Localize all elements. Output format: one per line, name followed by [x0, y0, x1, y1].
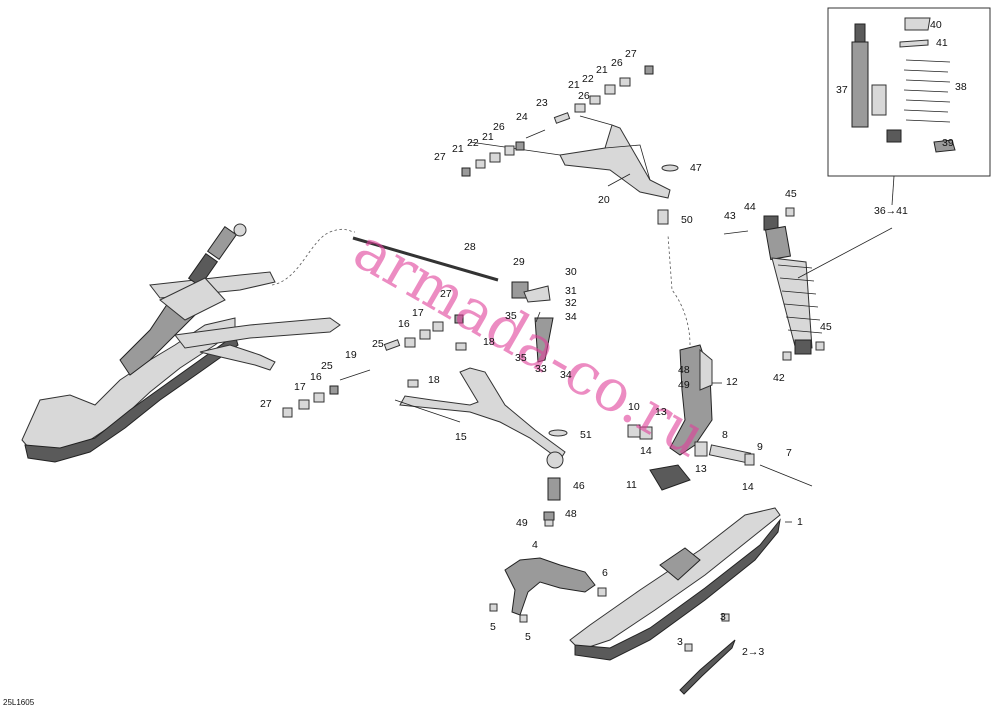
- callout-label: 3: [677, 636, 683, 648]
- callout-label: 18: [428, 374, 440, 386]
- callout-label: 45: [785, 188, 797, 200]
- callout-label: 26: [493, 121, 505, 133]
- callout-label: 19: [345, 349, 357, 361]
- callout-label: 24: [516, 111, 528, 123]
- callout-label: 35: [505, 310, 517, 322]
- callout-label: 5: [490, 621, 496, 633]
- callout-label: 32: [565, 297, 577, 309]
- callout-label: 31: [565, 285, 577, 297]
- callout-label: 48: [678, 364, 690, 376]
- callout-label: 16: [310, 371, 322, 383]
- callout-label: 45: [820, 321, 832, 333]
- callout-label: 22: [582, 73, 594, 85]
- callout-label: 46: [573, 480, 585, 492]
- callout-label: 22: [467, 137, 479, 149]
- callout-label: 6: [602, 567, 608, 579]
- callout-label: 40: [930, 19, 942, 31]
- callout-label: 21: [482, 131, 494, 143]
- callout-label: 20: [598, 194, 610, 206]
- callout-label: 44: [744, 201, 756, 213]
- callout-label: 14: [742, 481, 754, 493]
- drawing-code: 25L1605: [3, 698, 35, 707]
- callout-label: 27: [440, 288, 452, 300]
- shock-with-spring: [723, 207, 893, 361]
- spindle: [627, 234, 813, 491]
- callout-label: 12: [726, 376, 738, 388]
- callout-label: 2→3: [742, 646, 764, 658]
- callout-label: 25: [321, 360, 333, 372]
- callout-label: 15: [455, 431, 467, 443]
- callout-labels: 12→3334556789101112131314141516161717181…: [260, 19, 967, 658]
- callout-label: 26: [611, 57, 623, 69]
- callout-label: 50: [681, 214, 693, 226]
- callout-label: 13: [655, 406, 667, 418]
- hardware-small-parts: [282, 65, 654, 418]
- callout-label: 51: [580, 429, 592, 441]
- callout-label: 17: [294, 381, 306, 393]
- callout-label: 26: [578, 90, 590, 102]
- callout-label: 42: [773, 372, 785, 384]
- callout-label: 16: [398, 318, 410, 330]
- callout-label: 47: [690, 162, 702, 174]
- callout-label: 39: [942, 137, 954, 149]
- callout-label: 11: [626, 479, 637, 491]
- assembled-ski-suspension: [21, 223, 356, 463]
- callout-label: 7: [786, 447, 792, 459]
- callout-label: 14: [640, 445, 652, 457]
- callout-label: 23: [536, 97, 548, 109]
- callout-label: 38: [955, 81, 967, 93]
- callout-label: 43: [724, 210, 736, 222]
- callout-label: 21: [596, 64, 608, 76]
- callout-label: 33: [535, 363, 547, 375]
- callout-label: 36→41: [874, 205, 908, 217]
- callout-label: 27: [260, 398, 272, 410]
- ski: [569, 507, 781, 695]
- callout-label: 25: [372, 338, 384, 350]
- callout-label: 35: [515, 352, 527, 364]
- callout-label: 30: [565, 266, 577, 278]
- callout-label: 21: [452, 143, 464, 155]
- callout-label: 17: [412, 307, 424, 319]
- callout-label: 49: [516, 517, 528, 529]
- lower-a-arm: [399, 281, 568, 527]
- callout-label: 21: [568, 79, 580, 91]
- callout-label: 8: [722, 429, 728, 441]
- callout-label: 3: [720, 611, 726, 623]
- callout-label: 13: [695, 463, 707, 475]
- callout-label: 9: [757, 441, 763, 453]
- callout-label: 34: [565, 311, 577, 323]
- callout-label: 48: [565, 508, 577, 520]
- callout-label: 1: [797, 516, 803, 528]
- callout-label: 28: [464, 241, 476, 253]
- callout-label: 5: [525, 631, 531, 643]
- callout-label: 49: [678, 379, 690, 391]
- ski-bracket: [489, 557, 730, 652]
- shock-detail-inset: [827, 7, 991, 206]
- callout-label: 27: [625, 48, 637, 60]
- leader-lines: [394, 173, 792, 523]
- callout-label: 41: [936, 37, 948, 49]
- callout-label: 4: [532, 539, 538, 551]
- upper-a-arm: [469, 115, 679, 225]
- callout-label: 27: [434, 151, 446, 163]
- callout-label: 37: [836, 84, 848, 96]
- callout-label: 18: [483, 336, 495, 348]
- callout-label: 29: [513, 256, 525, 268]
- callout-label: 10: [628, 401, 640, 413]
- callout-label: 34: [560, 369, 572, 381]
